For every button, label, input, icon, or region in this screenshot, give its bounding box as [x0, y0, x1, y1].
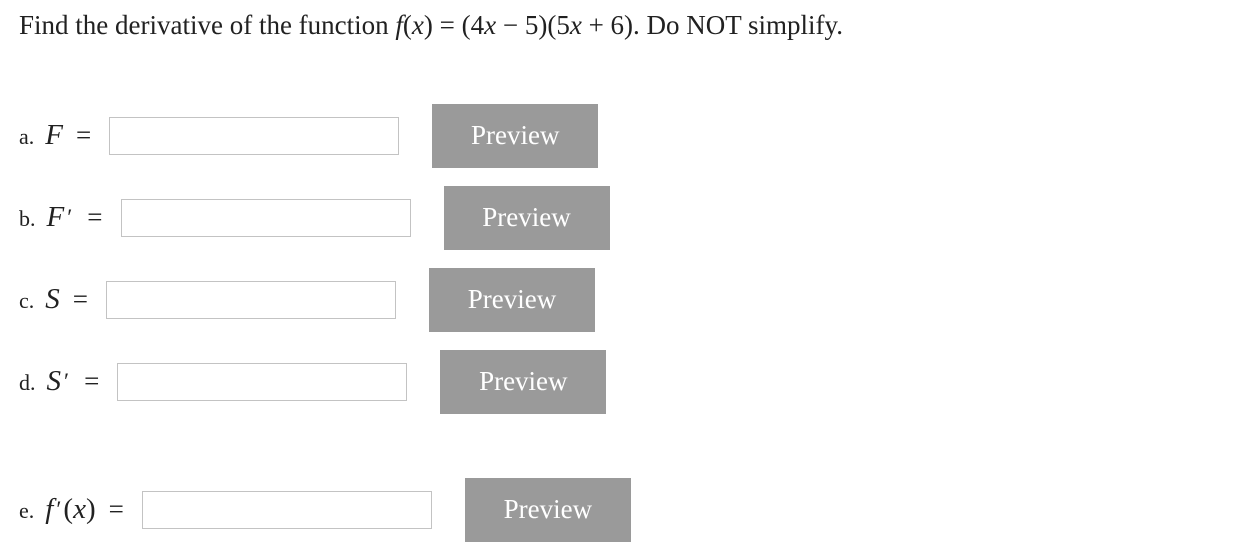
- answer-input-a[interactable]: [109, 116, 400, 155]
- text-segment: f: [395, 10, 403, 40]
- answer-variable-d: S′: [47, 365, 72, 397]
- answer-letter-b: b.: [19, 206, 36, 231]
- text-segment: ′: [56, 497, 62, 523]
- preview-button-b[interactable]: Preview: [443, 185, 610, 250]
- answer-label-b: b. F′ =: [19, 201, 103, 234]
- preview-button-a[interactable]: Preview: [432, 103, 599, 168]
- answer-row-a: a. F = Preview: [19, 103, 599, 168]
- answer-variable-c: S: [45, 283, 60, 315]
- text-segment: f: [45, 493, 54, 525]
- text-segment: S: [46, 365, 62, 397]
- equals-sign-d: =: [84, 366, 100, 396]
- text-segment: + 6): [581, 10, 634, 40]
- answer-letter-c: c.: [19, 288, 35, 313]
- text-segment: ′: [67, 205, 73, 231]
- text-segment: − 5)(5: [496, 10, 570, 40]
- answer-variable-e: f′(x): [45, 493, 95, 525]
- text-segment: ′: [64, 369, 70, 395]
- problem-statement: Find the derivative of the function f(x)…: [19, 7, 843, 43]
- answer-variable-a: F: [45, 119, 63, 151]
- preview-button-d[interactable]: Preview: [440, 349, 607, 414]
- equals-sign-b: =: [87, 202, 103, 232]
- text-segment: F: [46, 201, 65, 233]
- answer-label-e: e. f′(x) =: [19, 493, 124, 526]
- text-segment: x: [73, 493, 86, 525]
- text-segment: (: [63, 493, 74, 525]
- answer-letter-a: a.: [19, 124, 35, 149]
- answer-label-a: a. F =: [19, 119, 91, 152]
- answer-label-c: c. S =: [19, 283, 88, 316]
- text-segment: S: [45, 283, 60, 315]
- answer-letter-d: d.: [19, 370, 36, 395]
- text-segment: x: [569, 10, 582, 40]
- answer-input-b[interactable]: [120, 198, 411, 237]
- equals-sign-a: =: [75, 120, 92, 150]
- text-segment: . Do NOT simplify.: [633, 10, 844, 40]
- preview-button-c[interactable]: Preview: [429, 267, 595, 332]
- answer-input-e[interactable]: [141, 490, 432, 529]
- text-segment: x: [484, 10, 497, 40]
- answer-label-d: d. S′ =: [19, 365, 99, 398]
- answer-row-d: d. S′ = Preview: [19, 349, 607, 414]
- equals-sign-c: =: [72, 284, 88, 314]
- text-segment: (: [402, 10, 412, 40]
- answer-row-b: b. F′ = Preview: [19, 185, 610, 250]
- answer-row-c: c. S = Preview: [19, 267, 595, 332]
- text-segment: x: [411, 10, 424, 40]
- answer-variable-b: F′: [47, 201, 75, 233]
- preview-button-e[interactable]: Preview: [464, 477, 631, 542]
- text-segment: ): [85, 493, 96, 525]
- text-segment: Find the derivative of the function: [19, 10, 396, 40]
- text-segment: F: [45, 119, 63, 151]
- answer-input-c[interactable]: [106, 280, 396, 319]
- answer-input-d[interactable]: [117, 362, 408, 401]
- answer-row-e: e. f′(x) = Preview: [19, 477, 631, 542]
- equals-sign-e: =: [108, 494, 124, 524]
- text-segment: ) = (4: [423, 10, 485, 40]
- answer-letter-e: e.: [19, 498, 35, 523]
